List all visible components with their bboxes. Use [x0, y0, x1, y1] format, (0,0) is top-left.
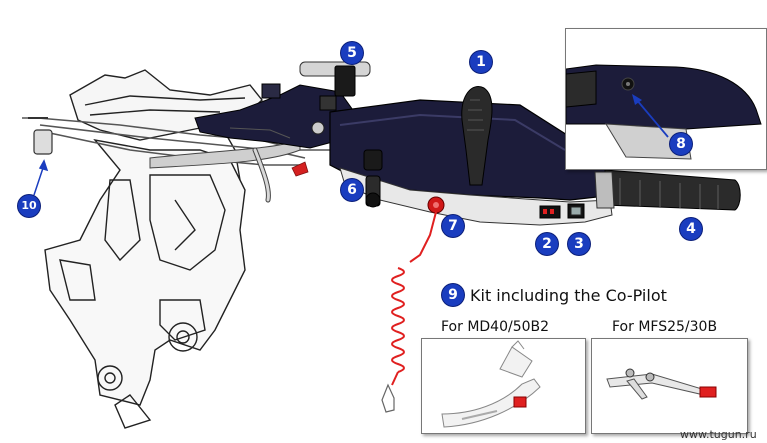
kit-title: Kit including the Co-Pilot: [470, 286, 667, 305]
callout-9: 9: [442, 284, 464, 306]
red-tab: [291, 161, 309, 177]
callout-1: 1: [470, 51, 492, 73]
friction-adjuster: [299, 61, 371, 111]
callout-10: 10: [18, 195, 40, 217]
tiller-handle-body: [329, 86, 741, 226]
callout-4: 4: [680, 218, 702, 240]
safety-lanyard: [381, 211, 437, 413]
arrow-10: [33, 159, 49, 196]
callout-6: 6: [341, 179, 363, 201]
callout-2: 2: [536, 233, 558, 255]
callout-8: 8: [670, 133, 692, 155]
callout-7: 7: [442, 215, 464, 237]
inset-copilot-md40: [421, 338, 586, 434]
steering-tube: [149, 139, 301, 169]
inset-copilot-mfs25: [591, 338, 748, 434]
watermark-text: www.tugun.ru: [680, 428, 757, 441]
kit-label-mfs25: For MFS25/30B: [612, 319, 718, 335]
callout-3: 3: [568, 233, 590, 255]
callout-5: 5: [341, 42, 363, 64]
inset-kill-switch-detail: [565, 28, 767, 170]
arrow-8: [632, 94, 669, 138]
cable-end-fitting: [33, 129, 53, 155]
kit-label-md40: For MD40/50B2: [441, 319, 550, 335]
